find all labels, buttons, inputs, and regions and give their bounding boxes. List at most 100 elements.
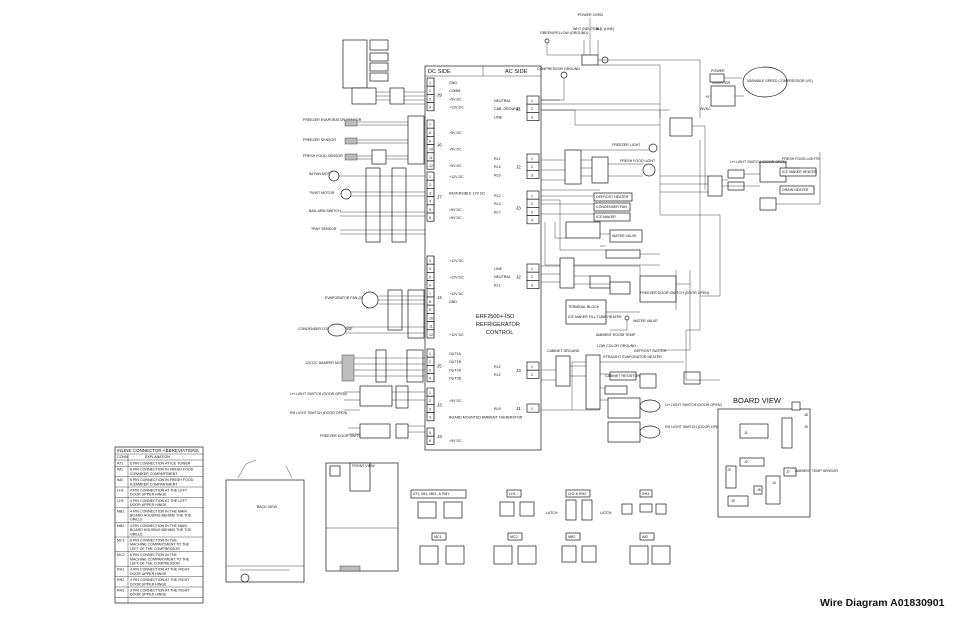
ac-header-label: J2 [516,274,521,279]
dc-header-label: J3 [437,402,442,407]
table-conn-cell: AT1 [117,462,123,466]
power-compressor-area: POWER CORD GREEN/YELLOW (GROUND) WHT (NE… [537,13,813,190]
power-label: POWER [711,69,725,73]
evap-fan-icon [361,291,379,309]
front-view-label: FRONT VIEW [352,464,375,468]
dc-pin-label: +12V DC [449,275,464,279]
water-valve-2-label: WATER VALVE [633,319,658,323]
condenser-fan-icon [327,323,347,337]
table-conn-cell: RH1 [117,568,124,572]
tray-sensor-label: TRAY SENSOR [311,227,337,231]
dc-pin-number: 3 [429,368,431,372]
ac-pin-number: 1 [531,365,533,369]
table-explanation-cell: 6 PIN CONNECTION AT ICE TOWER [130,462,191,466]
bail-arm-label: BAIL ARM SWITCH [309,209,341,213]
dc-pin-number: 5 [429,431,431,435]
ac-pin-label: RL2 [494,373,501,377]
dc-pin-number: 2 [429,89,431,93]
dc-pin-number: 4 [429,267,431,271]
ambient-room-temp-label: AMBIENT ROOM TEMP [596,333,636,337]
dc-pin-number: 11 [429,325,433,329]
control-name: ERF2500+-ISO [476,314,515,320]
blk-label: BLK (LINE) [596,27,614,31]
connector-table: INLINE CONNECTOR ABBREVIATIONS CONN. EXP… [114,446,204,604]
ac-pin-label: RL2 [494,365,501,369]
condenser-control-label: CONDENSER CONTROL SENSE [298,327,353,331]
connector-group4-label: RH3 [642,492,649,496]
dc-pin-number: 2 [429,183,431,187]
dc-pin-number: 9 [429,139,431,143]
board-view-label: J5 [731,499,735,503]
connector-mb2-label: MB2 [568,535,575,539]
dc-pin-number: 3 [429,97,431,101]
ac-pin-label: RL5 [494,407,501,411]
dc-pin-number: 1 [429,81,431,85]
connector-im2-label: IM2 [642,535,648,539]
dc-pin-number: 1 [429,391,431,395]
dc-pin-label: +12V DC [449,175,464,179]
thermistor-icons [344,119,358,161]
ac-pin-number: 1 [531,157,533,161]
ac-pin-label: CAB. GROUND [494,107,520,111]
table-conn-cell: LH2 [117,499,124,503]
dc-pin-label: +5V DC [449,208,462,212]
ac-header-label: J2 [516,164,521,169]
compressor-icon [742,66,788,98]
dc-pin-number: 11 [429,156,433,160]
water-valve-label: WATER VALVE [612,234,637,238]
dc-pin-label: OUT2B [449,377,462,381]
dc-pin-label: +5V DC [449,97,462,101]
dc-pin-number: 6 [429,284,431,288]
left-sensors: FREEZER EVAPORATOR SENSOR FREEZER SENSOR… [290,39,425,439]
dc-pin-label: +5V DC [449,216,462,220]
icemaker-fill-tube-label: ICE MAKER FILL TUBE HEATER [568,315,622,319]
ac-header-label: J3 [516,205,521,210]
fresh-food-sensor-label: FRESH FOOD SENSOR [303,154,343,158]
variable-speed-label: VARIABLE SPEED COMPRESSOR (VS) [747,79,813,83]
dc-pin-number: 12 [429,333,433,337]
ac-loads: FREEZER LIGHT FRESH FOOD LIGHT DEFROST H… [541,143,821,443]
dc-pin-number: 3 [429,407,431,411]
ac-pin-label: RL2 [494,194,501,198]
ac-pin-number: 3 [531,173,533,177]
dc-pin-number: 10 [429,316,433,320]
control-sub: REFRIGERATOR [476,322,520,328]
table-header-explanation: EXPLANATION [145,455,170,459]
cabinet-ground-label: CABINET GROUND [547,349,580,353]
table-conn-cell: IM1 [117,468,123,472]
dc-pin-number: 10 [429,148,433,152]
dc-pin-label: OUT2A [449,368,462,372]
defrost-heater-label: DEFROST HEATER [596,195,629,199]
dc-pin-label: +12V DC [449,106,464,110]
table-conn-cell: MB2 [117,524,124,528]
compressor-ground-label: COMPRESSOR GROUND [537,67,580,71]
drain-heater-label: DRAIN HEATER [782,188,809,192]
dc-side-label: DC SIDE [428,69,451,75]
ac-pin-label: RL7 [494,210,501,214]
board-view-label: J1 [744,431,748,435]
freezer-light-label: FREEZER LIGHT [612,143,641,147]
dc-pin-number: 6 [429,216,431,220]
table-header-conn: CONN. [117,455,129,459]
table-conn-cell: LH1 [117,489,124,493]
dc-header-label: J5 [437,363,442,368]
icemaker-label: ICE MAKER [596,215,616,219]
ac-header-label: J1 [516,106,521,111]
table-conn-cell: MB1 [117,509,124,513]
main-control-board: DC SIDE AC SIDE ERF2500+-ISO REFRIGERATO… [424,65,542,451]
dc-pin-number: 8 [429,131,431,135]
ac-pin-number: 1 [531,267,533,271]
ac-header-label: J1 [516,406,521,411]
freezer-evap-sensor-label: FREEZER EVAPORATOR SENSOR [303,118,362,122]
dc-pin-label: +5V DC [449,164,462,168]
dc-pin-label: GND [449,81,457,85]
connector-shapes [417,499,671,565]
